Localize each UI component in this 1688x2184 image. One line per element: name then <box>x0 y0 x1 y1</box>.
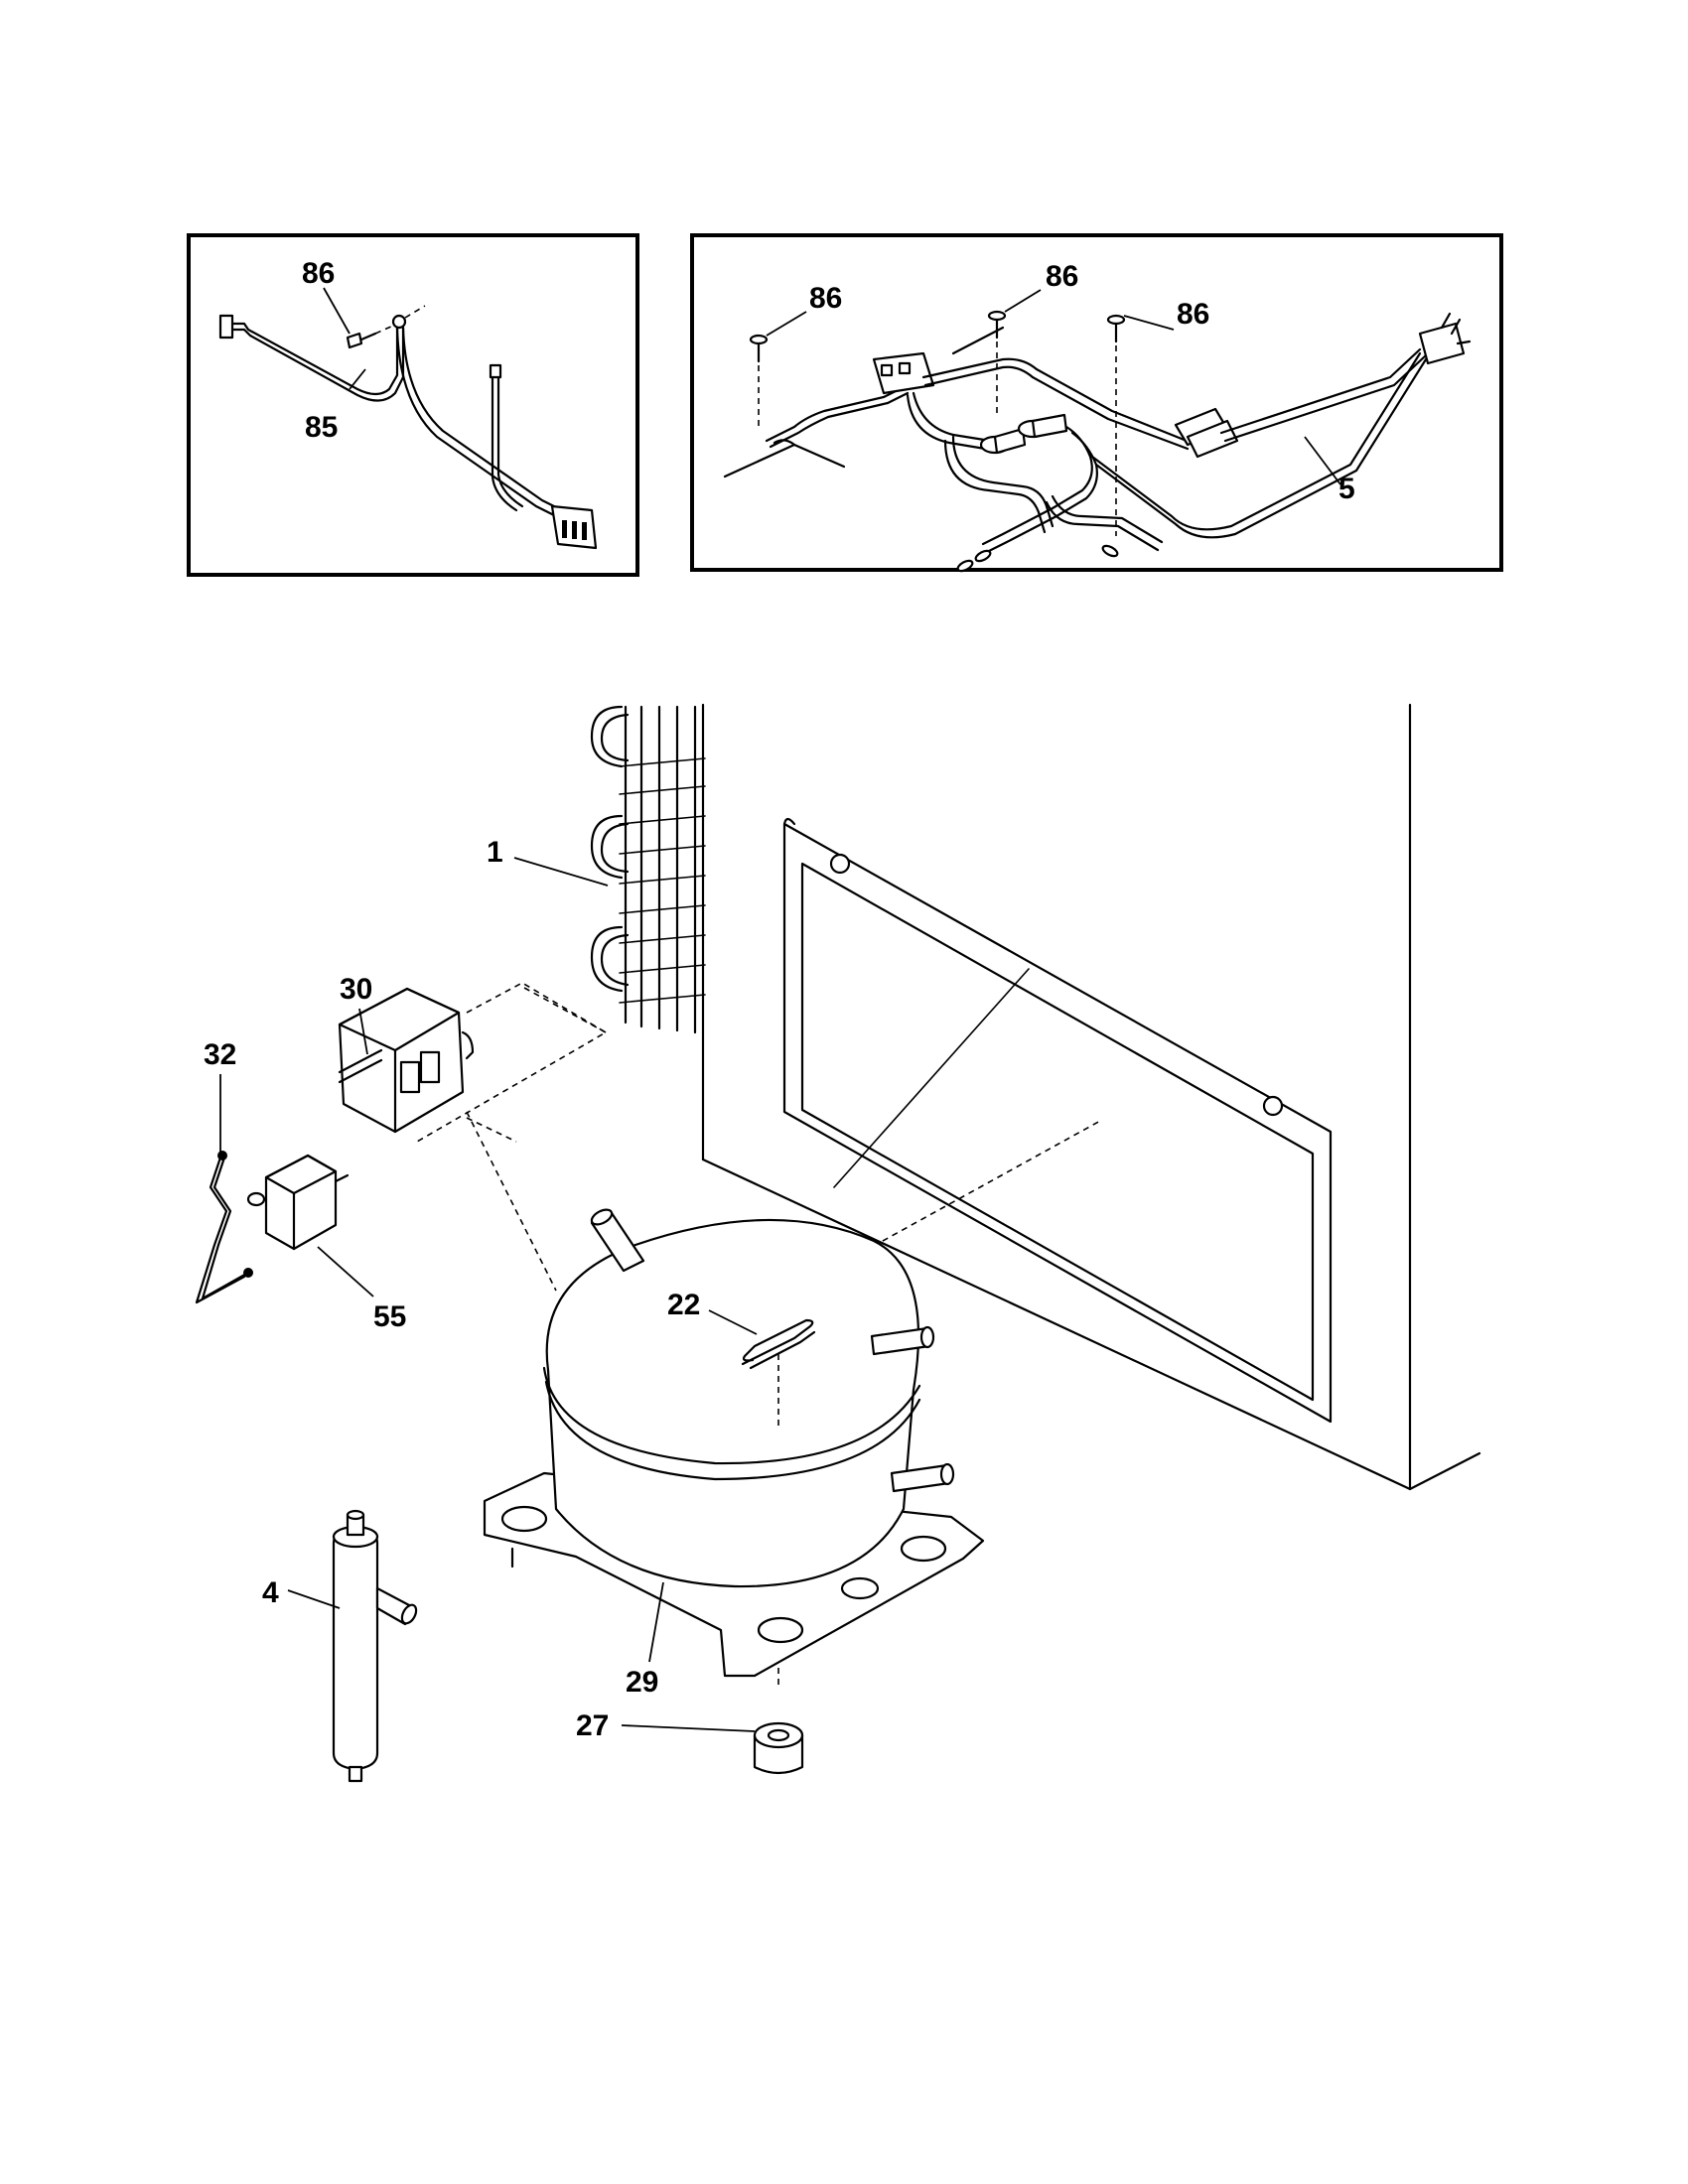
inset-right-power-cord: 86 86 86 5 <box>690 233 1503 573</box>
callout-86-right-a: 86 <box>809 282 842 315</box>
leader-27 <box>621 1724 756 1732</box>
callout-86-left: 86 <box>302 257 335 290</box>
callout-4: 4 <box>262 1576 279 1609</box>
leader-4 <box>287 1589 341 1609</box>
callout-1: 1 <box>487 836 503 869</box>
inset-right-frame <box>690 233 1503 572</box>
leader-29 <box>648 1581 664 1663</box>
callout-29: 29 <box>626 1666 658 1699</box>
overload-32 <box>195 1151 253 1304</box>
terminal-b <box>974 549 992 563</box>
callout-55: 55 <box>373 1300 406 1333</box>
leader-55 <box>317 1246 374 1297</box>
clip-22 <box>741 1318 816 1430</box>
condenser-coil-1 <box>590 705 706 1034</box>
terminal-c <box>1101 544 1119 558</box>
callout-86-right-c: 86 <box>1177 298 1209 331</box>
callout-30: 30 <box>340 973 372 1006</box>
callout-86-right-b: 86 <box>1046 260 1078 293</box>
screw-86-right-b <box>987 310 1007 417</box>
power-cord-5-drawing <box>723 312 1472 573</box>
cabinet-outline <box>701 703 1481 1491</box>
compartment-cover <box>782 817 1333 1424</box>
harness-end-connector-top <box>489 363 502 379</box>
main-exploded-view: 1 30 32 55 22 29 4 27 <box>195 703 1481 1783</box>
dryer-4 <box>332 1509 418 1783</box>
leader-30 <box>358 1008 368 1055</box>
harness-ground-ring <box>391 314 407 330</box>
callout-22: 22 <box>667 1289 700 1321</box>
terminal-a <box>956 559 974 573</box>
callout-27: 27 <box>576 1709 609 1742</box>
screw-86-right-c <box>1106 314 1126 536</box>
harness-end-connector-left <box>218 314 234 340</box>
leader-22 <box>708 1309 758 1335</box>
callout-85: 85 <box>305 411 338 444</box>
harness-85-drawing <box>218 305 598 550</box>
cover-hole-a <box>829 853 851 875</box>
relay-30 <box>338 987 475 1134</box>
screw-86-right-a <box>749 334 769 427</box>
screw-86-left <box>346 325 394 349</box>
grommet-27 <box>753 1721 804 1775</box>
leader-1 <box>513 857 609 887</box>
capacitor-55 <box>246 1154 350 1251</box>
compressor-29 <box>483 1208 985 1678</box>
callout-5: 5 <box>1338 473 1355 505</box>
cover-hole-b <box>1262 1095 1284 1117</box>
inset-left-harness: 86 85 <box>187 233 639 577</box>
inset-left-frame <box>187 233 639 577</box>
callout-32: 32 <box>204 1038 236 1071</box>
harness-flat-connector-b <box>1186 419 1239 459</box>
